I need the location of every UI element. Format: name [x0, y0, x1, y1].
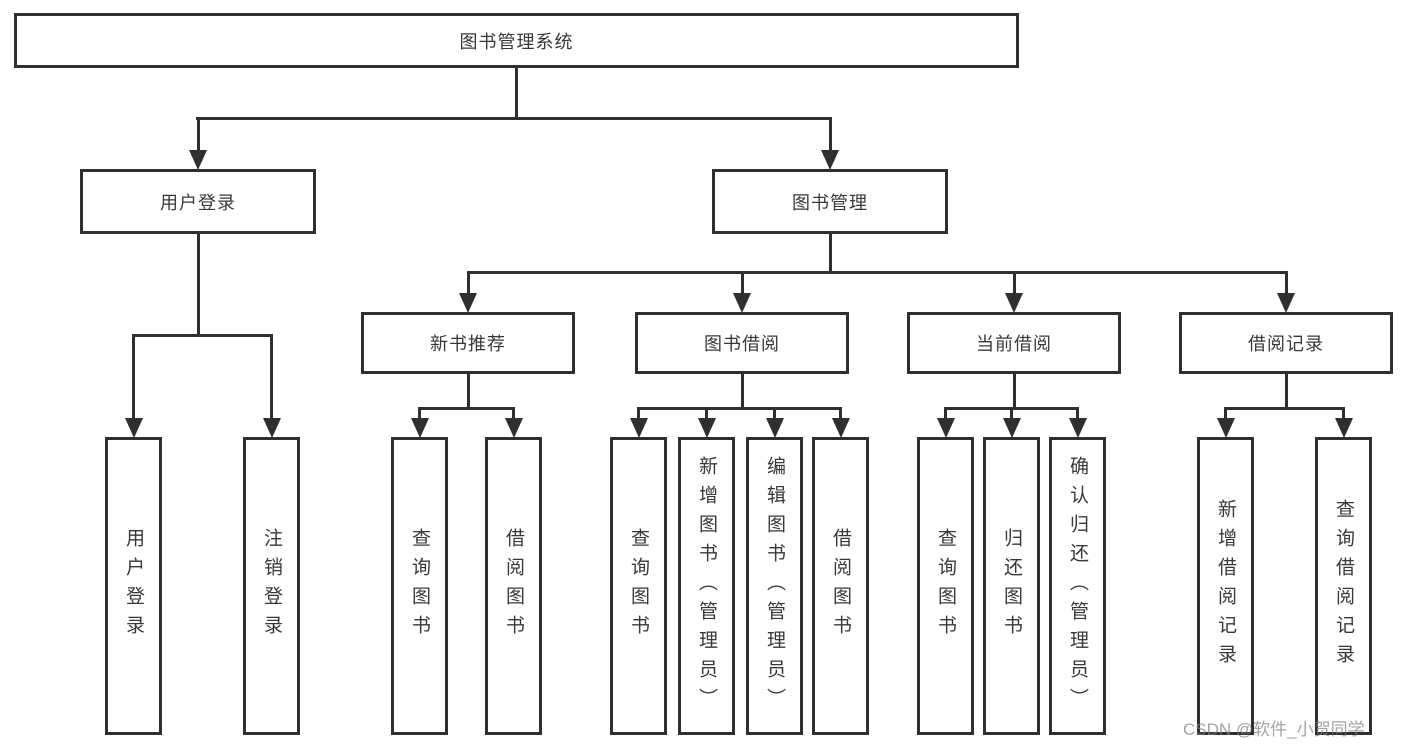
- arrowhead-user-login: [189, 150, 207, 170]
- leaf-rec-query-book: 查询图书: [391, 437, 448, 735]
- leaf-cb-query-book-label: 查询图书: [935, 528, 956, 644]
- arrowhead-book-mgmt: [821, 150, 839, 170]
- leaf-cb-return-book: 归还图书: [983, 437, 1040, 735]
- connector-to-br-query: [1342, 407, 1345, 421]
- node-book-mgmt: 图书管理: [712, 169, 948, 234]
- arrowhead-cb-confirm: [1068, 418, 1087, 438]
- arrowhead-bb-query: [629, 418, 648, 438]
- node-borrow-records: 借阅记录: [1179, 312, 1393, 374]
- connector-to-bb-edit: [773, 407, 776, 421]
- node-user-login: 用户登录: [80, 169, 316, 234]
- arrowhead-bb-borrow: [831, 418, 850, 438]
- leaf-bb-add-book: 新增图书（管理员）: [678, 437, 735, 735]
- connector-to-cb-confirm: [1076, 407, 1079, 421]
- connector-borrow-records-branch: [1224, 407, 1345, 410]
- connector-book-borrow-stem: [740, 372, 744, 409]
- arrowhead-rec-borrow: [504, 418, 523, 438]
- node-root: 图书管理系统: [14, 13, 1019, 68]
- connector-to-book-mgmt: [828, 117, 832, 157]
- leaf-br-add-record: 新增借阅记录: [1197, 437, 1254, 735]
- arrowhead-borrow-records: [1277, 293, 1295, 313]
- leaf-bb-add-book-label: 新增图书（管理员）: [696, 455, 717, 717]
- arrowhead-br-add: [1216, 418, 1235, 438]
- node-new-book-rec-label: 新书推荐: [430, 334, 506, 354]
- leaf-bb-query-book: 查询图书: [610, 437, 667, 735]
- leaf-cb-return-book-label: 归还图书: [1001, 528, 1022, 644]
- connector-to-cb-return: [1010, 407, 1013, 421]
- arrowhead-rec-query: [410, 418, 429, 438]
- connector-to-user-login: [196, 117, 200, 157]
- leaf-br-query-record-label: 查询借阅记录: [1333, 499, 1354, 673]
- connector-to-new-book-rec: [466, 271, 470, 296]
- connector-to-borrow-records: [1284, 271, 1288, 296]
- leaf-user-login: 用户登录: [105, 437, 162, 735]
- connector-current-borrow-stem: [1012, 372, 1016, 409]
- connector-to-rec-query: [418, 407, 421, 421]
- connector-to-book-borrow: [740, 271, 744, 296]
- connector-to-leaf-login: [132, 334, 135, 420]
- node-book-borrow: 图书借阅: [635, 312, 849, 374]
- connector-to-leaf-logout: [270, 334, 273, 420]
- arrowhead-bb-add: [697, 418, 716, 438]
- connector-user-login-branch: [132, 334, 273, 337]
- connector-to-cb-query: [944, 407, 947, 421]
- connector-borrow-records-stem: [1284, 372, 1288, 409]
- arrowhead-cb-query: [936, 418, 955, 438]
- leaf-cb-query-book: 查询图书: [917, 437, 974, 735]
- connector-to-rec-borrow: [512, 407, 515, 421]
- leaf-br-query-record: 查询借阅记录: [1315, 437, 1372, 735]
- connector-user-login-stem: [196, 232, 200, 336]
- leaf-cb-confirm-return: 确认归还（管理员）: [1049, 437, 1106, 735]
- arrowhead-current-borrow: [1005, 293, 1023, 313]
- connector-new-book-rec-branch: [418, 407, 515, 410]
- leaf-logout: 注销登录: [243, 437, 300, 735]
- connector-to-br-add: [1224, 407, 1227, 421]
- arrowhead-leaf-login: [124, 418, 143, 438]
- leaf-bb-query-book-label: 查询图书: [628, 528, 649, 644]
- node-new-book-rec: 新书推荐: [361, 312, 575, 374]
- leaf-rec-query-book-label: 查询图书: [409, 528, 430, 644]
- arrowhead-book-borrow: [733, 293, 751, 313]
- connector-book-mgmt-branch: [466, 271, 1288, 274]
- node-current-borrow-label: 当前借阅: [976, 334, 1052, 354]
- arrowhead-bb-edit: [765, 418, 784, 438]
- leaf-bb-edit-book: 编辑图书（管理员）: [746, 437, 803, 735]
- leaf-br-add-record-label: 新增借阅记录: [1215, 499, 1236, 673]
- leaf-bb-edit-book-label: 编辑图书（管理员）: [764, 455, 785, 717]
- leaf-cb-confirm-return-label: 确认归还（管理员）: [1067, 455, 1088, 717]
- node-borrow-records-label: 借阅记录: [1248, 334, 1324, 354]
- arrowhead-new-book-rec: [459, 293, 477, 313]
- node-book-borrow-label: 图书借阅: [704, 334, 780, 354]
- node-root-label: 图书管理系统: [459, 31, 574, 52]
- node-current-borrow: 当前借阅: [907, 312, 1121, 374]
- csdn-watermark: CSDN @软件_小贺同学: [1183, 720, 1365, 739]
- leaf-rec-borrow-book: 借阅图书: [485, 437, 542, 735]
- leaf-rec-borrow-book-label: 借阅图书: [503, 528, 524, 644]
- connector-new-book-rec-stem: [466, 372, 470, 409]
- connector-to-current-borrow: [1012, 271, 1016, 296]
- connector-to-bb-query: [637, 407, 640, 421]
- node-book-mgmt-label: 图书管理: [792, 192, 868, 213]
- connector-root-stem: [515, 66, 518, 119]
- node-user-login-label: 用户登录: [160, 192, 236, 213]
- connector-to-bb-borrow: [839, 407, 842, 421]
- connector-root-branch: [196, 117, 832, 120]
- arrowhead-leaf-logout: [262, 418, 281, 438]
- leaf-bb-borrow-book: 借阅图书: [812, 437, 869, 735]
- connector-book-borrow-branch: [637, 407, 842, 410]
- connector-to-bb-add: [705, 407, 708, 421]
- connector-book-mgmt-stem: [828, 232, 832, 273]
- leaf-logout-label: 注销登录: [261, 528, 282, 644]
- arrowhead-br-query: [1334, 418, 1353, 438]
- leaf-bb-borrow-book-label: 借阅图书: [830, 528, 851, 644]
- leaf-user-login-label: 用户登录: [123, 528, 144, 644]
- arrowhead-cb-return: [1002, 418, 1021, 438]
